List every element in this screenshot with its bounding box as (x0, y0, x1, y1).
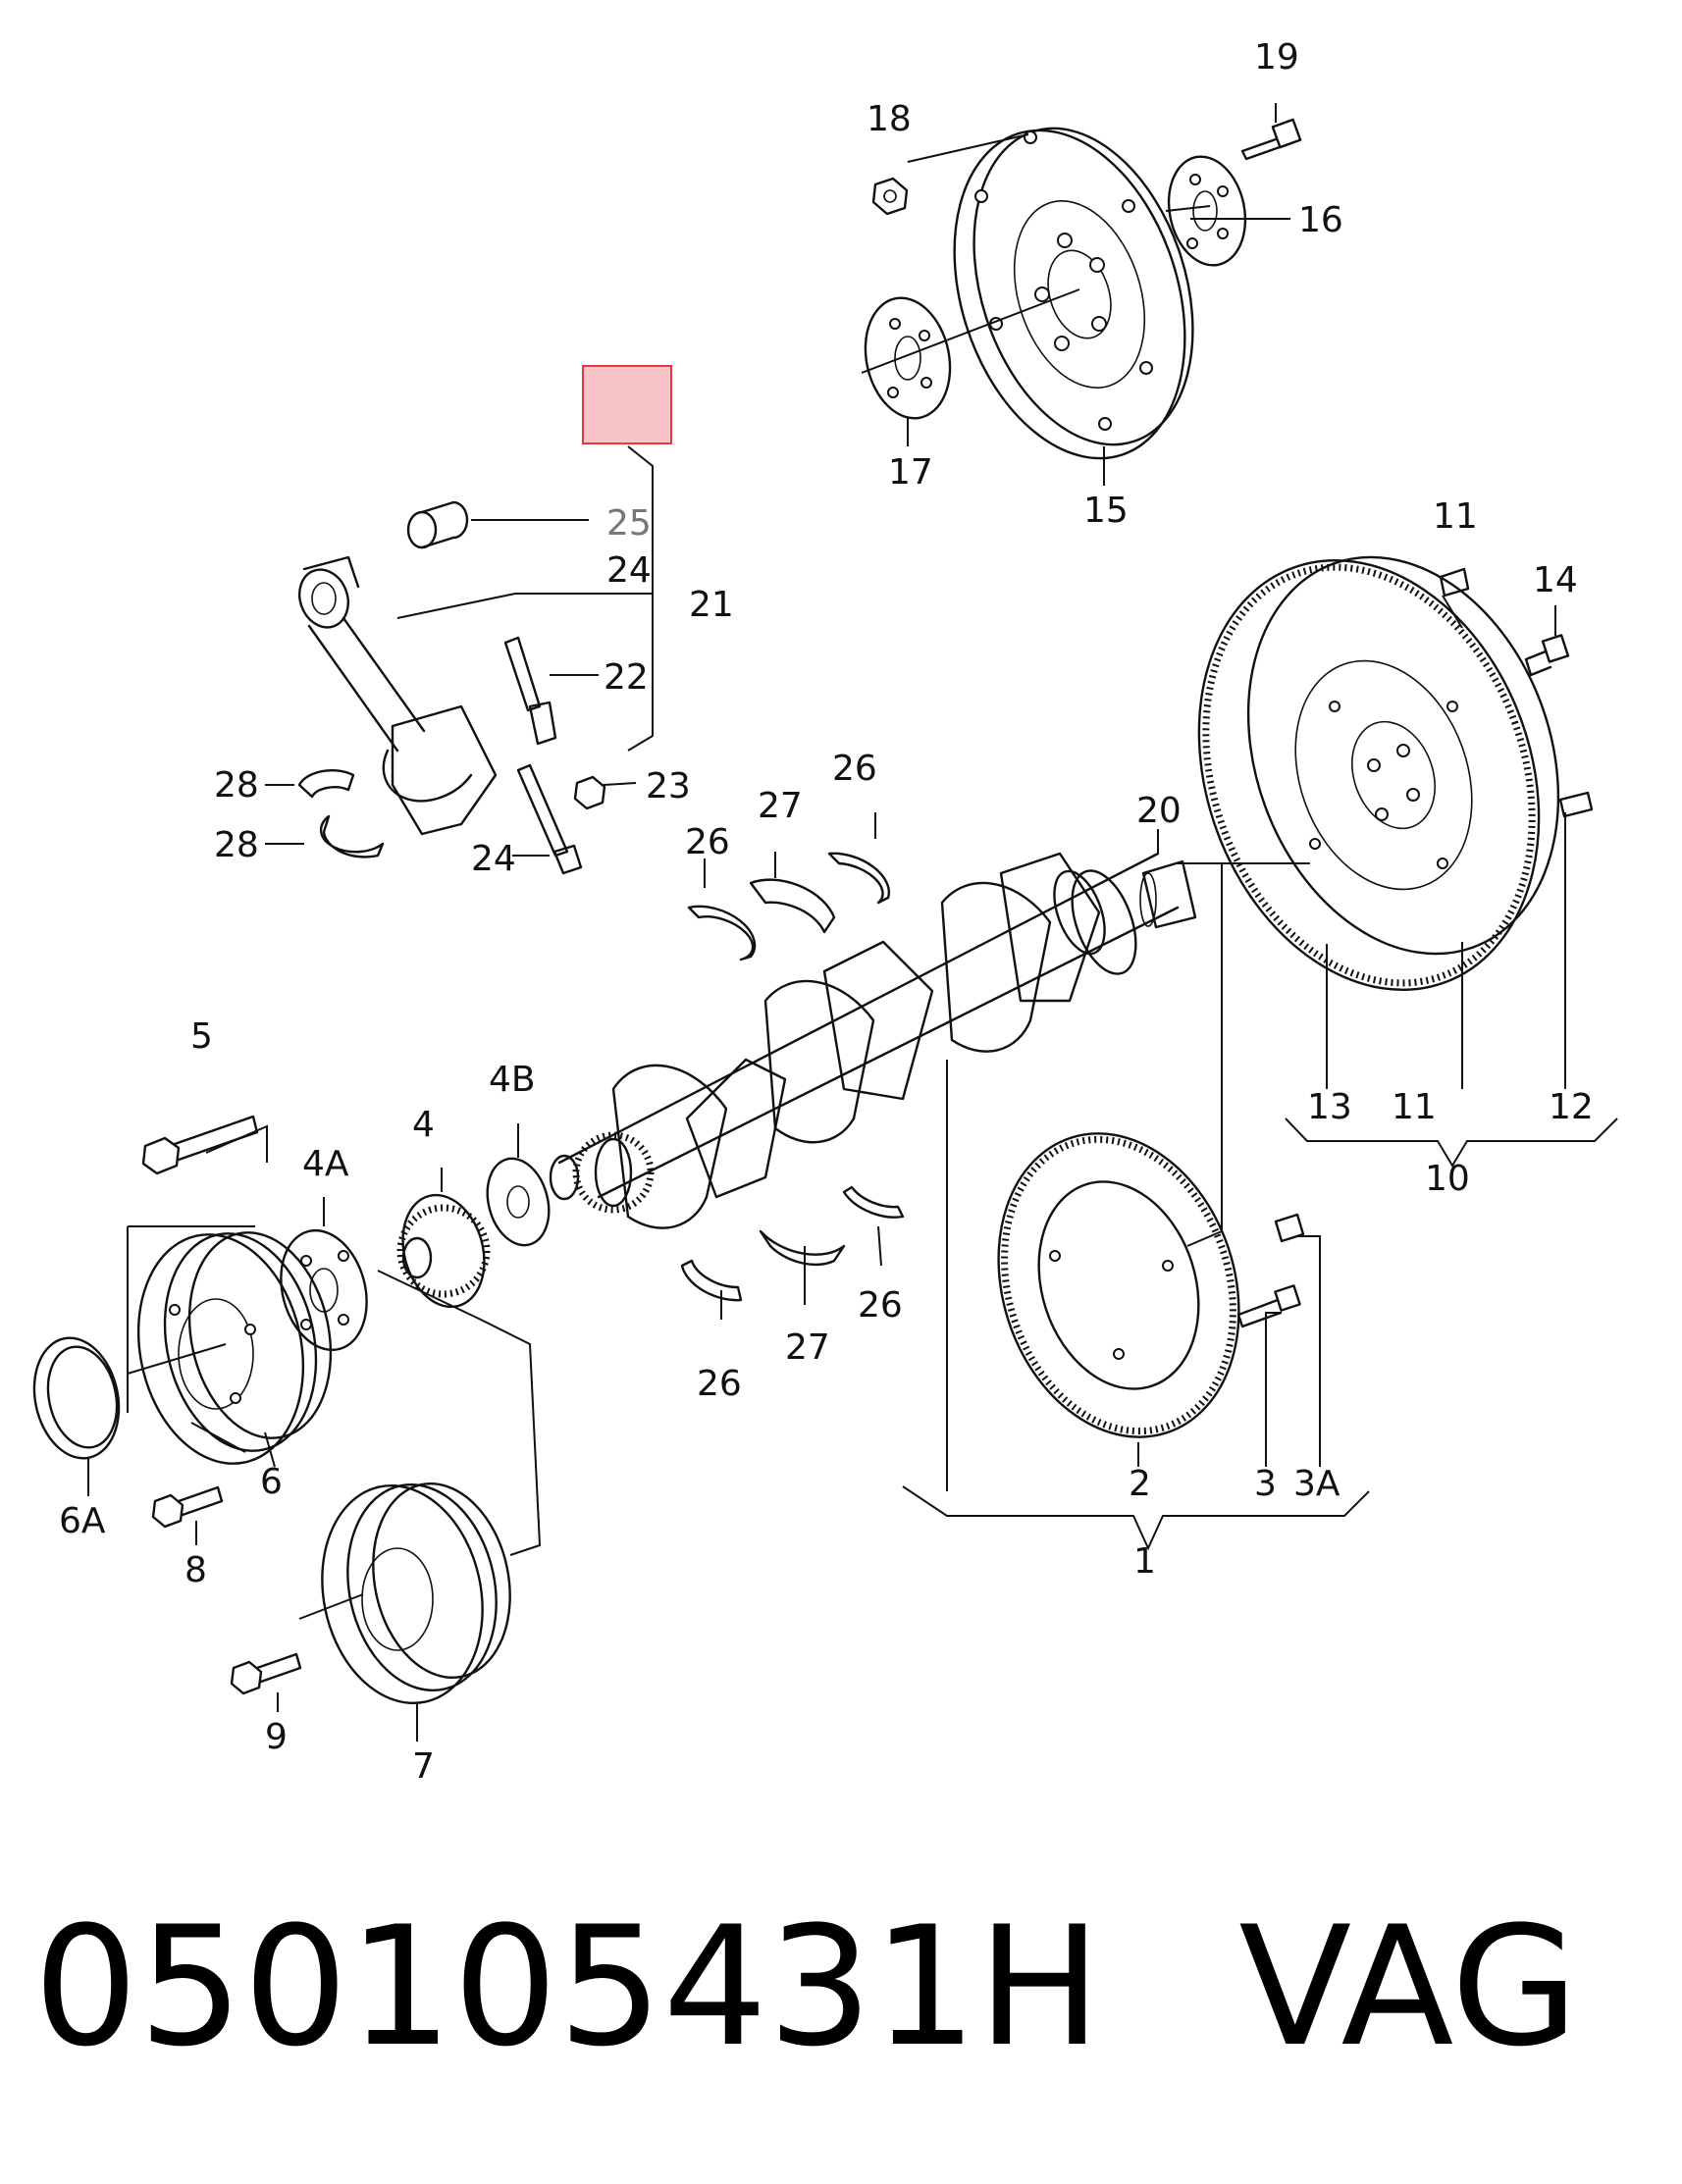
rod-bolt-24 (516, 763, 583, 875)
dual-mass-flywheel (1197, 555, 1560, 992)
callout-18: 18 (867, 99, 912, 139)
rod-bolt-22 (503, 636, 557, 746)
bolt-19 (1240, 118, 1302, 161)
leader-lines (87, 103, 1618, 1742)
bolt-8 (151, 1485, 224, 1529)
callout-20: 20 (1136, 791, 1182, 831)
brand-name: VAG (1238, 1891, 1579, 2083)
piston-pin-bush-25 (406, 500, 469, 549)
callout-13: 13 (1307, 1087, 1352, 1127)
callout-17: 17 (888, 452, 933, 493)
callout-10: 10 (1425, 1159, 1470, 1199)
bearing-shells-28 (297, 768, 385, 858)
callout-3A: 3A (1293, 1464, 1340, 1504)
bolt-9 (230, 1652, 302, 1695)
callout-16: 16 (1298, 200, 1343, 240)
thrust-washer-26-upper-right (827, 852, 890, 905)
callout-4: 4 (412, 1105, 435, 1145)
pulley-7 (321, 1482, 511, 1705)
callout-11-top: 11 (1433, 496, 1478, 537)
callout-28-a: 28 (214, 765, 259, 806)
callout-26-c: 26 (697, 1364, 742, 1404)
bolt-3 (1236, 1284, 1301, 1328)
dowel-pin-12 (1558, 791, 1594, 818)
rod-nut-23 (573, 775, 606, 810)
drive-plate-ring-gear (997, 1132, 1240, 1438)
dowel-pin-11 (1439, 567, 1470, 598)
washer-4B (486, 1157, 551, 1247)
callout-21: 21 (689, 585, 734, 625)
callout-4B: 4B (489, 1060, 536, 1100)
callout-24-lower: 24 (471, 839, 516, 879)
callout-6A: 6A (59, 1501, 106, 1541)
callout-8: 8 (184, 1550, 207, 1590)
callout-26-b: 26 (832, 749, 877, 789)
callout-24-upper: 24 (606, 550, 652, 591)
callout-27-a: 27 (758, 786, 803, 826)
main-bearing-shell-27-lower (759, 1229, 846, 1267)
main-bearing-shell-27-upper (749, 878, 836, 934)
callout-labels: 1 2 3 3A 4 4A 4B 5 6 6A 7 8 9 10 11 11 1… (59, 37, 1594, 1787)
washer-plate-16 (1167, 155, 1247, 267)
callout-19: 19 (1254, 37, 1299, 78)
nut-18 (871, 177, 909, 216)
callout-25: 25 (606, 503, 652, 544)
callout-27-b: 27 (785, 1327, 830, 1368)
pulley-6 (136, 1231, 333, 1465)
washer-plate-17 (864, 296, 952, 420)
dowel-3A (1274, 1213, 1305, 1243)
callout-6: 6 (260, 1462, 283, 1502)
crankshaft (549, 852, 1180, 1229)
callout-22: 22 (604, 657, 649, 698)
callout-15: 15 (1083, 491, 1129, 531)
needle-bearing-20 (1139, 859, 1197, 929)
callout-14: 14 (1533, 560, 1578, 600)
flywheel-bolt-14 (1524, 634, 1570, 677)
thrust-washer-26-lower-right (842, 1185, 905, 1219)
thrust-washer-26-upper-left (687, 905, 757, 962)
callout-12: 12 (1549, 1087, 1594, 1127)
callout-4A: 4A (302, 1144, 349, 1184)
callout-1: 1 (1133, 1541, 1156, 1582)
seal-6A (32, 1336, 121, 1460)
callout-5: 5 (190, 1016, 213, 1057)
crank-sprocket-4 (396, 1193, 491, 1309)
connecting-rod-21 (298, 555, 498, 836)
highlighted-part-marker (582, 365, 672, 444)
callout-26-d: 26 (858, 1285, 903, 1326)
callout-23: 23 (646, 766, 691, 806)
callout-28-b: 28 (214, 825, 259, 865)
part-number: 050105431H (33, 1891, 1102, 2083)
callout-11-bottom: 11 (1392, 1087, 1437, 1127)
callout-26-a: 26 (685, 822, 730, 862)
callout-7: 7 (412, 1746, 435, 1787)
bolt-5 (141, 1115, 259, 1175)
part-number-footer: 050105431H VAG (33, 1889, 1579, 2085)
callout-3: 3 (1254, 1464, 1277, 1504)
flexplate-drive-plate (953, 127, 1194, 460)
callout-2: 2 (1129, 1464, 1151, 1504)
thrust-washer-26-lower-left (680, 1259, 743, 1302)
callout-9: 9 (265, 1717, 288, 1757)
